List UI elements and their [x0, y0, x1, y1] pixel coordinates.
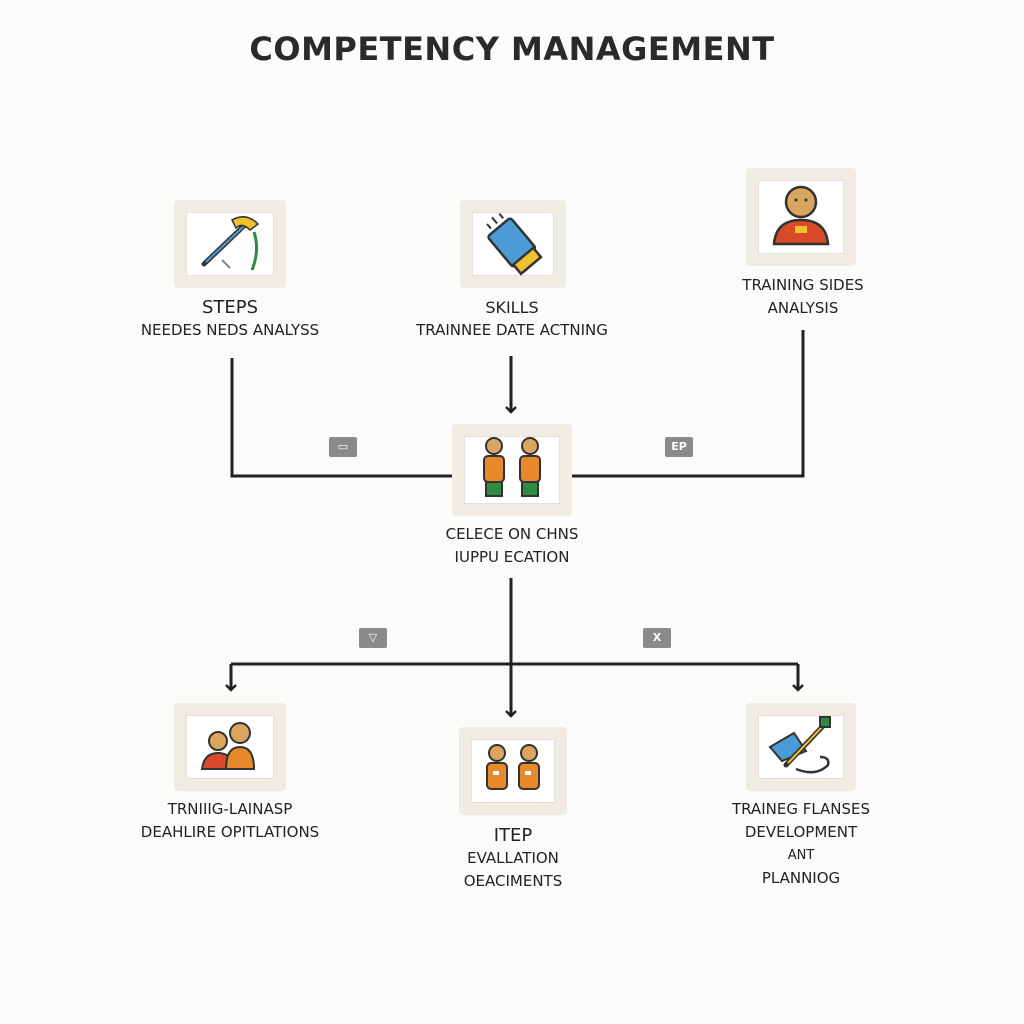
node-steps-label: STEPS NEEDES NEDS ANALYSS: [130, 296, 330, 342]
node-skills-subtitle: TRAINNEE DATE ACTNING: [416, 321, 608, 339]
node-steps: [174, 200, 286, 288]
two-people-icon: [483, 437, 541, 497]
node-steps-heading: STEPS: [201, 297, 259, 318]
tools-icon: [201, 216, 260, 271]
node-bottom-center-label: ITEP EVALLATION OEACIMENTS: [412, 824, 614, 893]
node-bottom-center: [459, 727, 567, 815]
team-icon: [200, 722, 256, 770]
node-bottom-right-line3: ANT: [787, 848, 815, 863]
badge-right-mid: EP: [665, 437, 693, 457]
node-bottom-left-line1: TRNIIIG-LAINASP: [167, 800, 293, 818]
node-skills: [460, 200, 566, 288]
node-skills-heading: SKILLS: [485, 298, 539, 317]
node-bottom-right: [746, 703, 856, 791]
two-people-icon: [486, 744, 540, 790]
node-bottom-left-label: TRNIIIG-LAINASP DEAHLIRE OPITLATIONS: [120, 798, 340, 844]
node-steps-subtitle: NEEDES NEDS ANALYSS: [140, 321, 320, 339]
badge-left-low: ▽: [359, 628, 387, 648]
node-bottom-center-heading: ITEP: [493, 825, 533, 846]
node-bottom-center-line2: EVALLATION: [467, 849, 559, 867]
node-center-line1: CELECE ON CHNS: [445, 525, 579, 543]
node-center-label: CELECE ON CHNS IUPPU ECATION: [402, 523, 622, 569]
node-bottom-right-line1: TRAINEG FLANSES: [731, 800, 871, 818]
node-center-line2: IUPPU ECATION: [454, 548, 570, 566]
connector-steps-to-center: [230, 358, 455, 478]
page-title: COMPETENCY MANAGEMENT: [249, 30, 775, 68]
node-training-sides-label: TRAINING SIDES ANALYSIS: [710, 274, 896, 320]
node-skills-label: SKILLS TRAINNEE DATE ACTNING: [396, 296, 628, 342]
person-icon: [772, 185, 830, 246]
node-bottom-left-line2: DEAHLIRE OPITLATIONS: [140, 823, 320, 841]
node-training-sides-line1: TRAINING SIDES: [742, 276, 864, 294]
badge-left-mid: ▭: [329, 437, 357, 457]
badge-right-low: X: [643, 628, 671, 648]
node-center: [452, 424, 572, 516]
node-training-sides-line2: ANALYSIS: [767, 299, 839, 317]
marker-icon: [486, 213, 543, 276]
tools-icon: [768, 716, 831, 774]
connector-training-sides-to-center: [570, 330, 805, 478]
node-bottom-right-line4: PLANNIOG: [761, 869, 841, 887]
node-bottom-right-line2: DEVELOPMENT: [744, 823, 858, 841]
node-bottom-left: [174, 703, 286, 791]
node-bottom-center-line3: OEACIMENTS: [463, 872, 563, 890]
node-bottom-right-label: TRAINEG FLANSES DEVELOPMENT ANT PLANNIOG: [686, 798, 916, 890]
node-training-sides: [746, 168, 856, 266]
